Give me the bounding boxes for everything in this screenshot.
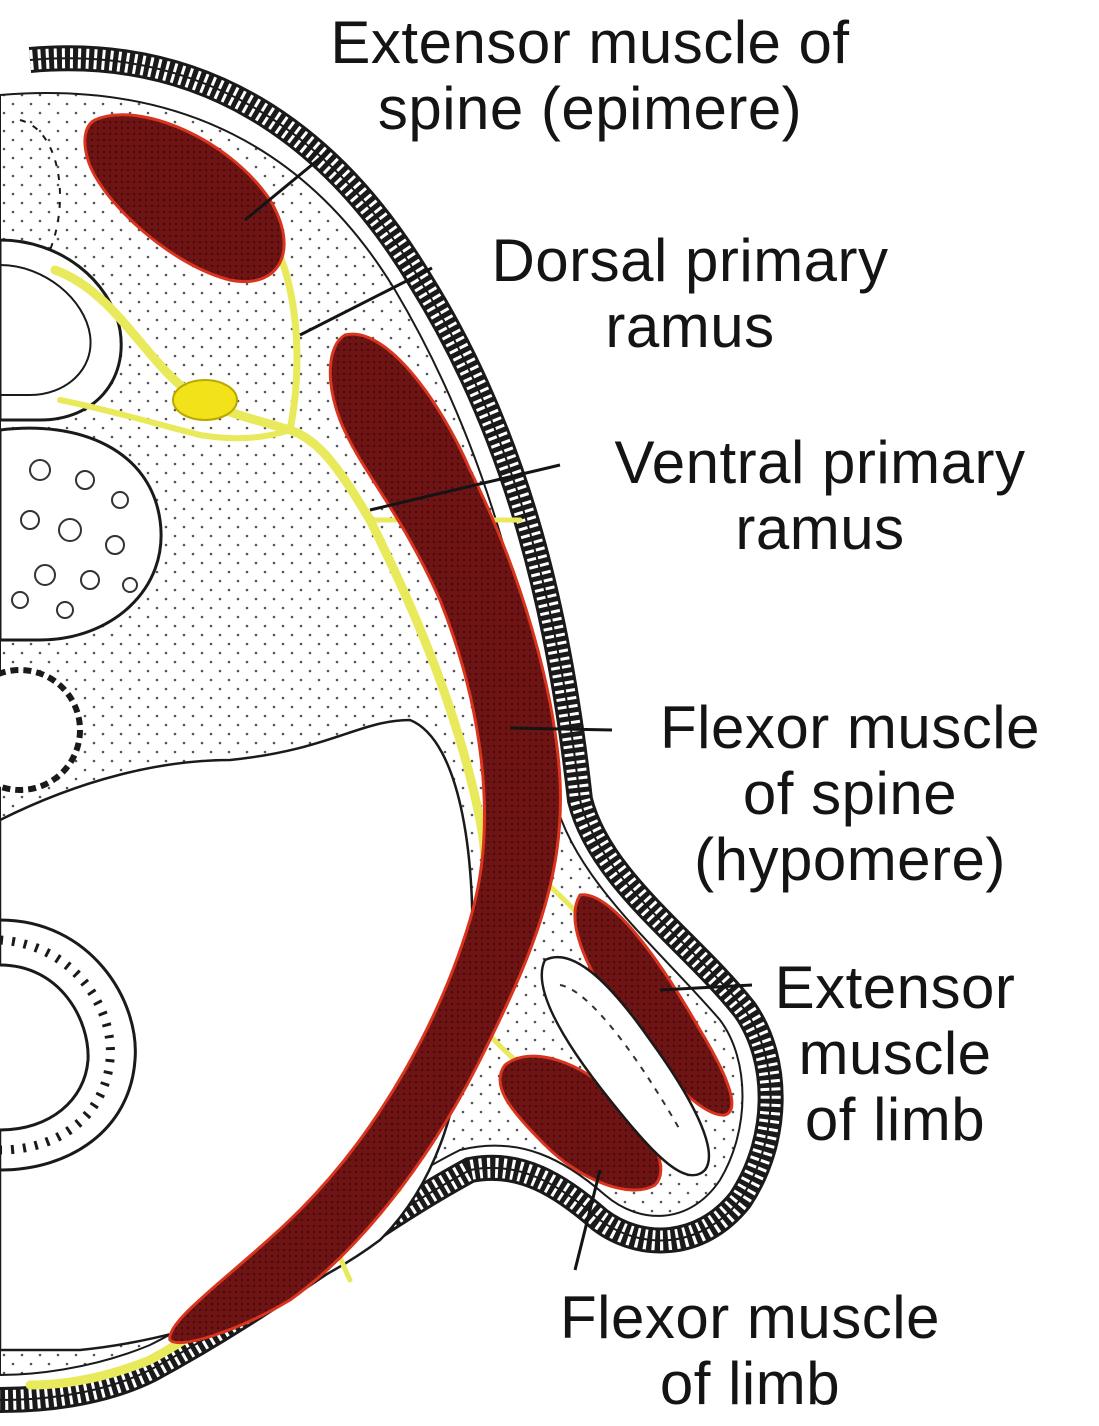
label-ventral-primary-ramus: Ventral primary ramus — [560, 430, 1080, 562]
label-dorsal-primary-ramus: Dorsal primary ramus — [440, 228, 940, 360]
label-line: Dorsal primary — [440, 228, 940, 294]
label-line: ramus — [440, 294, 940, 360]
label-line: Extensor muscle of — [260, 10, 920, 76]
label-line: (hypomere) — [610, 827, 1090, 893]
label-line: Extensor — [745, 955, 1045, 1021]
label-line: spine (epimere) — [260, 76, 920, 142]
label-line: muscle — [745, 1021, 1045, 1087]
label-line: of limb — [500, 1351, 1000, 1417]
label-line: Ventral primary — [560, 430, 1080, 496]
label-line: Flexor muscle — [500, 1285, 1000, 1351]
label-flexor-muscle-of-spine: Flexor muscle of spine (hypomere) — [610, 695, 1090, 893]
label-line: of spine — [610, 761, 1090, 827]
label-line: of limb — [745, 1087, 1045, 1153]
label-extensor-muscle-of-spine: Extensor muscle of spine (epimere) — [260, 10, 920, 142]
label-line: Flexor muscle — [610, 695, 1090, 761]
label-flexor-muscle-of-limb: Flexor muscle of limb — [500, 1285, 1000, 1417]
label-line: ramus — [560, 496, 1080, 562]
label-extensor-muscle-of-limb: Extensor muscle of limb — [745, 955, 1045, 1153]
dorsal-root-ganglion — [173, 380, 237, 420]
